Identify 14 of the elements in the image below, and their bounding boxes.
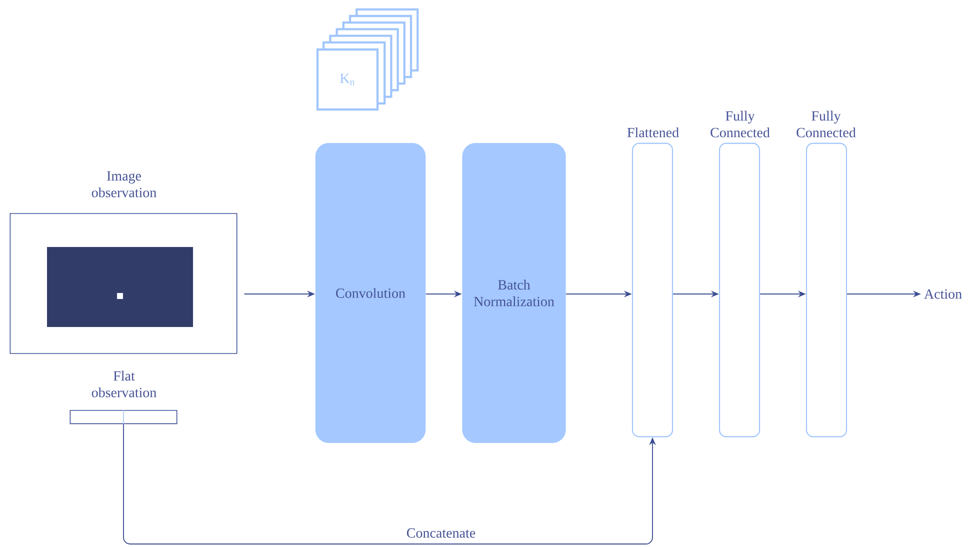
edge-label: Concatenate bbox=[406, 528, 476, 538]
layer-box: Fully Connected bbox=[710, 110, 770, 438]
layer-block: Convolution bbox=[315, 143, 426, 443]
layer-box: Fully Connected bbox=[796, 110, 856, 438]
kernel-stack: K$_{n}$ bbox=[316, 8, 419, 111]
output-label: Action bbox=[924, 289, 962, 299]
image-observation-box: Image observation bbox=[10, 171, 238, 354]
node-label: Fully Connected bbox=[796, 110, 856, 138]
node-label: Flat observation bbox=[92, 370, 156, 398]
layer-block: Batch Normalization bbox=[462, 143, 566, 443]
node-label: Fully Connected bbox=[710, 110, 770, 138]
layer-box: Flattened bbox=[627, 127, 679, 438]
node-label: Flattened bbox=[627, 127, 679, 138]
vector-box: Flat observation bbox=[70, 370, 178, 424]
